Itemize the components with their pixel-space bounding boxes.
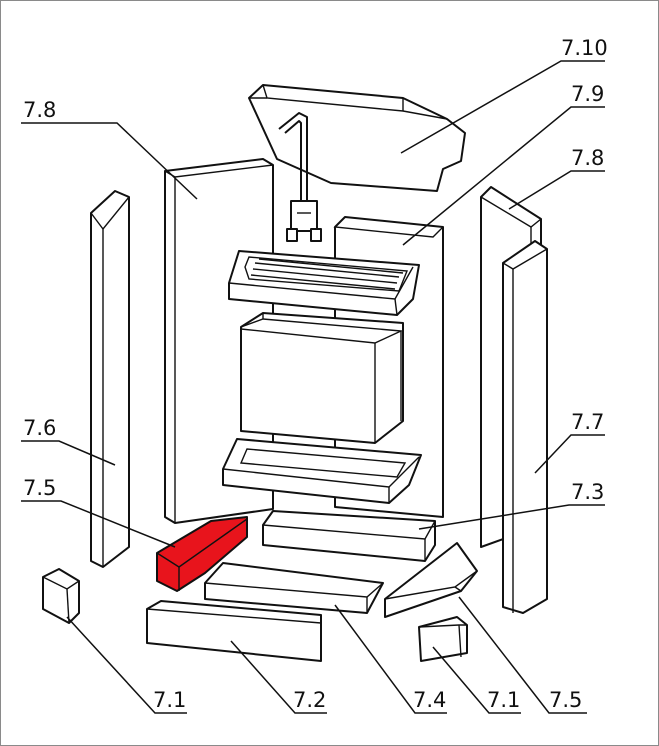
part-7-10-baffle [248,84,466,192]
part-central-box [240,312,404,444]
label-7-8-left: 7.8 [23,98,56,122]
part-hanger-rod [278,112,322,242]
leader-lines [21,60,605,714]
part-7-2-front-brick [146,600,322,662]
part-7-1-right-block [418,616,468,662]
label-7-4: 7.4 [413,688,446,712]
label-7-2: 7.2 [293,688,326,712]
label-7-5-right: 7.5 [549,688,582,712]
label-7-3: 7.3 [571,480,604,504]
part-7-7-right-pillar [502,240,548,614]
label-7-6: 7.6 [23,416,56,440]
part-top-grate-tray [228,250,420,316]
label-7-1-right: 7.1 [487,688,520,712]
label-7-10: 7.10 [561,36,608,60]
part-7-3-floor-brick [262,510,436,562]
label-7-8-right: 7.8 [571,146,604,170]
part-labels: 7.10 7.9 7.8 7.8 7.6 7.7 7.5 7.3 7.1 7.2… [23,36,608,712]
part-7-1-left-block [42,568,80,624]
part-7-5-highlighted-brick [156,516,248,592]
label-7-5-left: 7.5 [23,476,56,500]
part-7-5-right-brick [384,542,478,618]
label-7-9: 7.9 [571,82,604,106]
label-7-7: 7.7 [571,410,604,434]
part-lower-tray [222,438,422,504]
part-7-4-floor-brick [204,562,384,614]
part-7-6-left-pillar [90,190,130,568]
label-7-1-left: 7.1 [153,688,186,712]
